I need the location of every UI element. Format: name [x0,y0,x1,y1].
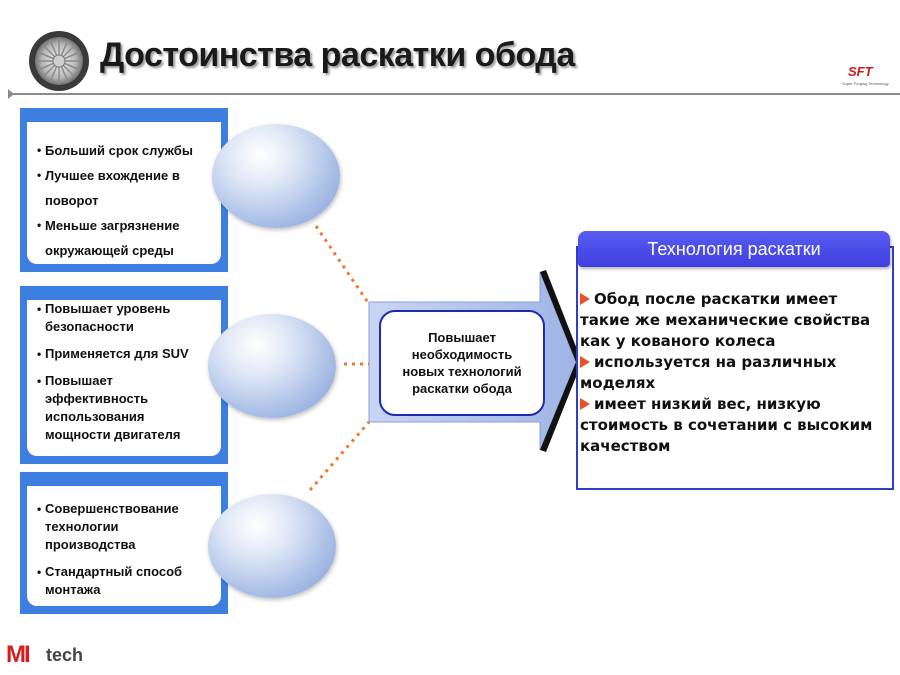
bullet-arrow-icon [580,398,590,410]
benefit-panel-2: Повышает уровень безопасности Применяетс… [20,286,228,464]
list-item: Лучшее вхождение в поворот [37,163,219,213]
sft-logo-mark: SFT [848,64,873,79]
benefit-list-2: Повышает уровень безопасности Применяетс… [37,300,201,444]
benefit-list-3: Совершенствование технологии производств… [37,500,199,599]
technology-bullets: Обод после раскатки имеет такие же механ… [580,289,880,457]
technology-bullet: имеет низкий вес, низкую стоимость в соч… [580,395,873,455]
benefit-panel-1: Больший срок службы Лучшее вхождение в п… [20,108,228,272]
mitech-logo-mi: MI [6,641,31,668]
connector-bottom [308,421,371,491]
sft-logo-tagline: Super Forging Technology [842,81,889,86]
bullet-arrow-icon [580,356,590,368]
sphere-3 [208,494,336,598]
benefit-list-1: Больший срок службы Лучшее вхождение в п… [37,138,219,263]
center-statement: Повышает необходимость новых технологий … [379,310,545,416]
technology-bullet: Обод после раскатки имеет такие же механ… [580,290,871,350]
connector-top [314,225,371,305]
list-item: Больший срок службы [37,138,219,163]
center-statement-text: Повышает необходимость новых технологий … [402,330,522,396]
page-title: Достоинства раскатки обода [100,36,575,74]
sft-logo: SFT Super Forging Technology [840,64,896,90]
sphere-1 [212,124,340,228]
header-divider [8,93,900,95]
wheel-icon [29,31,89,91]
mitech-logo-tech: tech [46,645,84,665]
benefit-panel-3: Совершенствование технологии производств… [20,472,228,614]
technology-panel [576,246,894,490]
list-item: Повышает уровень безопасности [37,300,201,336]
list-item: Меньше загрязнение окружающей среды [37,213,219,263]
list-item: Стандартный способ монтажа [37,563,199,599]
sphere-2 [208,314,336,418]
technology-bullet: используется на различных моделях [580,353,837,392]
technology-title: Технология раскатки [578,231,890,267]
list-item: Применяется для SUV [37,345,201,363]
list-item: Совершенствование технологии производств… [37,500,199,554]
list-item: Повышает эффективность использования мощ… [37,372,201,444]
bullet-arrow-icon [580,293,590,305]
